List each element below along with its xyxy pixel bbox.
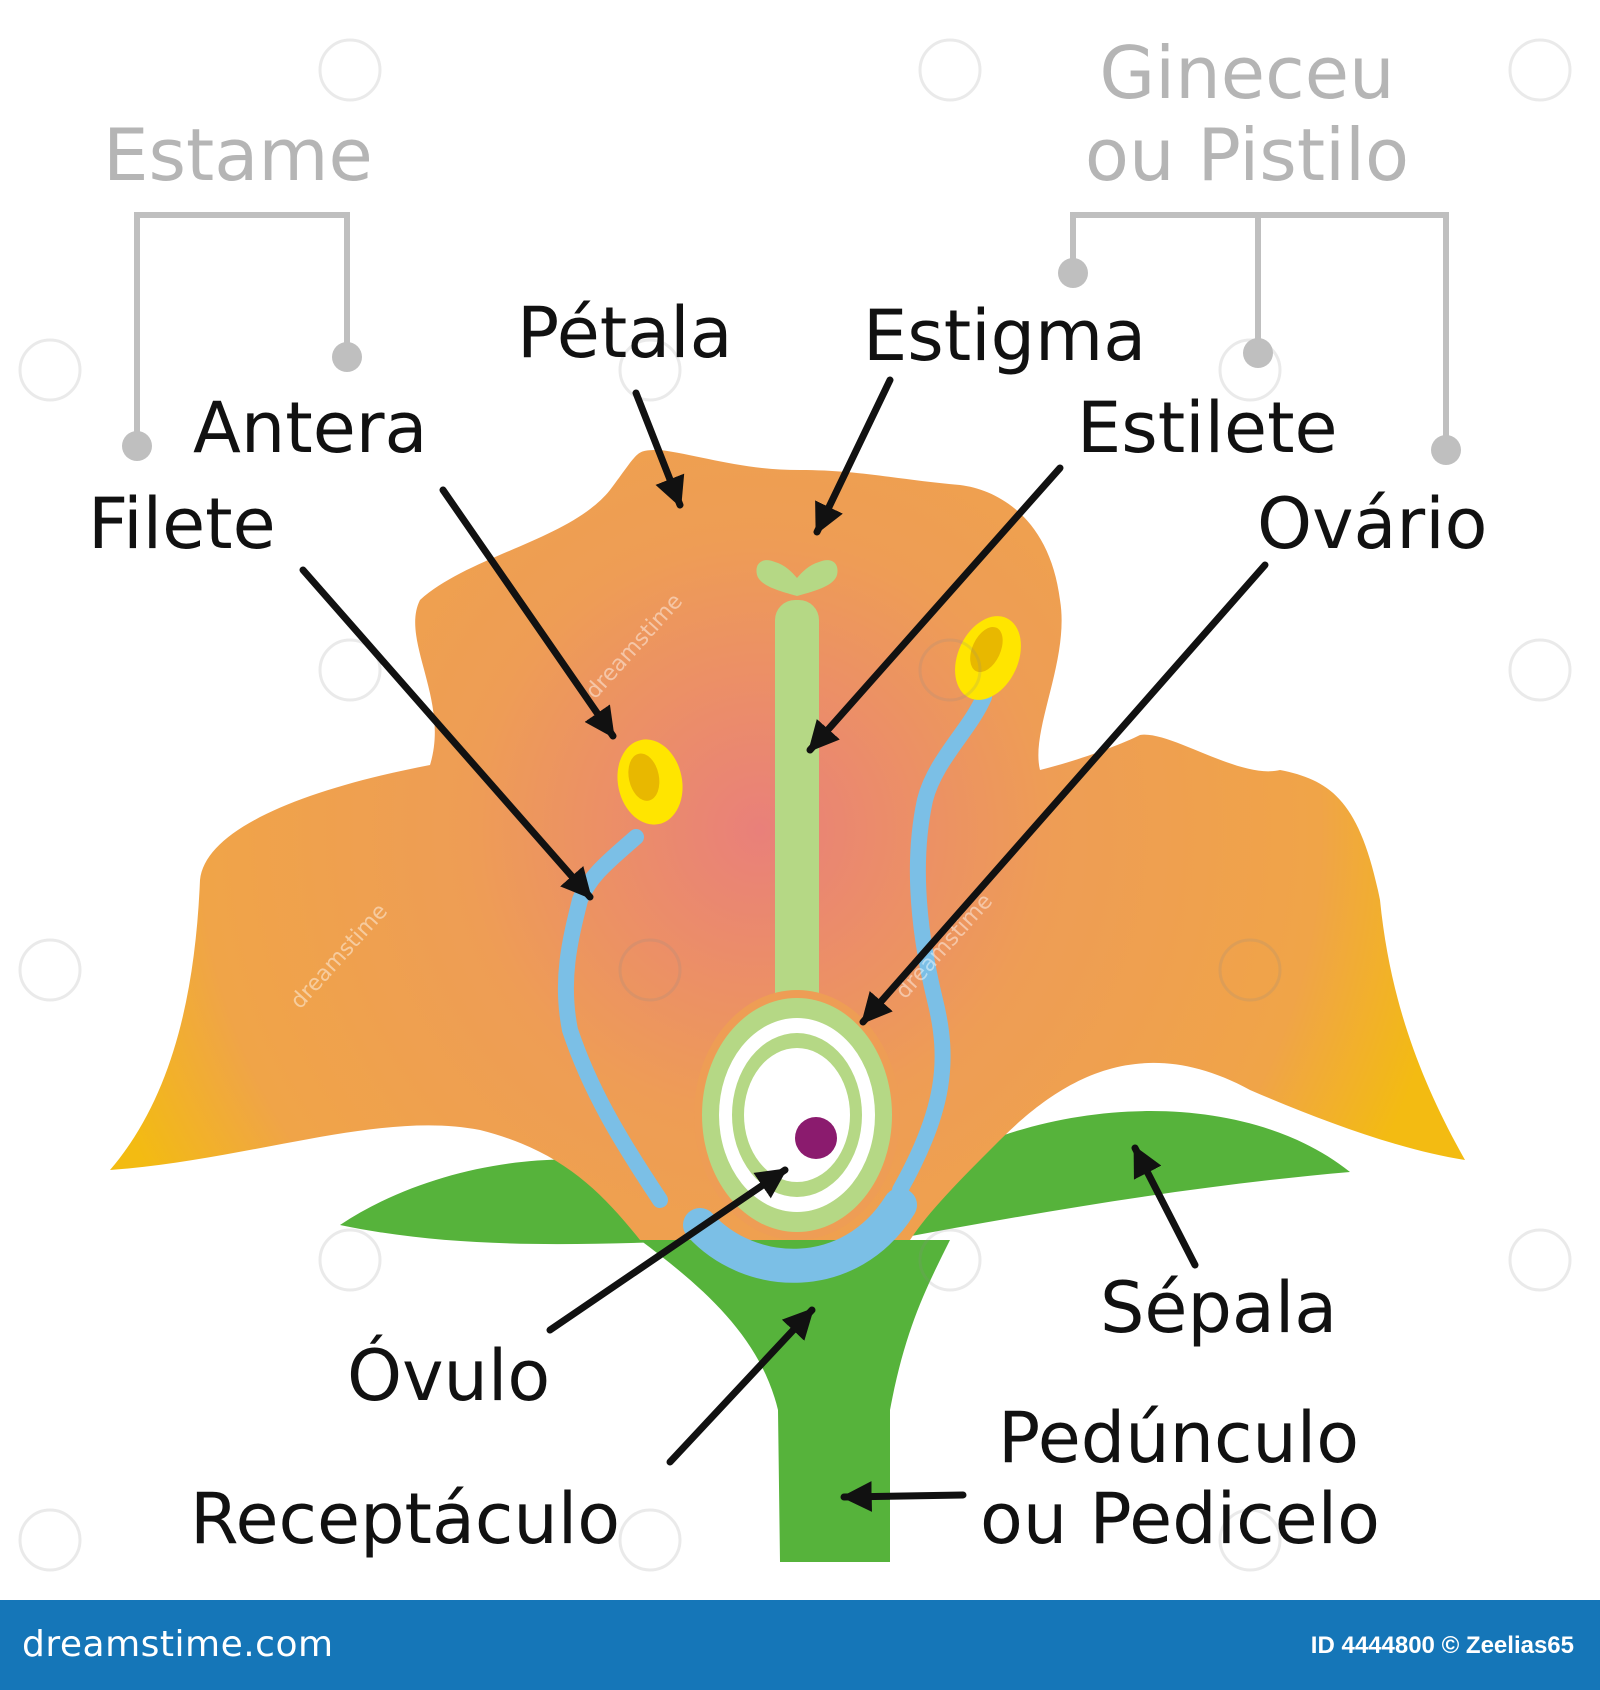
arrow-receptacle (666, 1306, 816, 1466)
pistil-group-title: ou Pistilo (1085, 113, 1409, 197)
footer-image-id: ID 4444800 © Zeelias65 (1310, 1632, 1574, 1659)
stamen-bracket (134, 212, 350, 440)
anther-label: Antera (193, 387, 427, 469)
arrow-sepal (1131, 1144, 1199, 1269)
ovule (795, 1117, 837, 1159)
receptacle-cup (683, 1188, 917, 1283)
arrow-stigma (813, 376, 894, 536)
stamen-bracket-dot (122, 431, 152, 461)
arrow-ovule (546, 1166, 789, 1334)
anther-right (955, 616, 1021, 700)
stem (640, 1240, 950, 1562)
watermark-marks (18, 38, 1572, 1572)
ovule-label: Óvulo (347, 1335, 550, 1417)
stamen-bracket-dot (332, 342, 362, 372)
arrow-peduncle (840, 1481, 967, 1512)
sepal-label: Sépala (1100, 1267, 1337, 1349)
arrow-filament (299, 566, 594, 901)
ovary-label: Ovário (1257, 483, 1487, 565)
style-label: Estilete (1077, 387, 1338, 469)
filament-right (892, 689, 992, 1198)
stamen-group-title: Estame (103, 113, 373, 197)
style-stalk (775, 600, 819, 1040)
pistil-bracket (1070, 212, 1449, 445)
stigma (756, 560, 838, 596)
filament-left (557, 829, 668, 1208)
pistil-bracket-dot (1431, 435, 1461, 465)
stigma-label: Estigma (863, 295, 1146, 377)
peduncle-label: Pedúnculo (998, 1397, 1359, 1479)
filament-label: Filete (88, 483, 276, 565)
footer-bar: dreamstime.com ID 4444800 © Zeelias65 (0, 1600, 1600, 1690)
anther-left (617, 739, 683, 825)
receptacle-label: Receptáculo (190, 1478, 620, 1560)
pistil-bracket-dot (1243, 338, 1273, 368)
ovary (694, 990, 900, 1240)
pistil-bracket-dot (1058, 258, 1088, 288)
arrow-petal (632, 389, 685, 509)
arrow-ovary (859, 561, 1269, 1026)
footer-brand[interactable]: dreamstime.com (22, 1624, 334, 1665)
arrow-anther (439, 486, 617, 740)
arrow-style (806, 464, 1064, 754)
peduncle-label: ou Pedicelo (980, 1478, 1380, 1560)
petal-label: Pétala (517, 292, 732, 374)
sepal-right (890, 1111, 1350, 1240)
pistil-group-title: Gineceu (1099, 31, 1394, 115)
